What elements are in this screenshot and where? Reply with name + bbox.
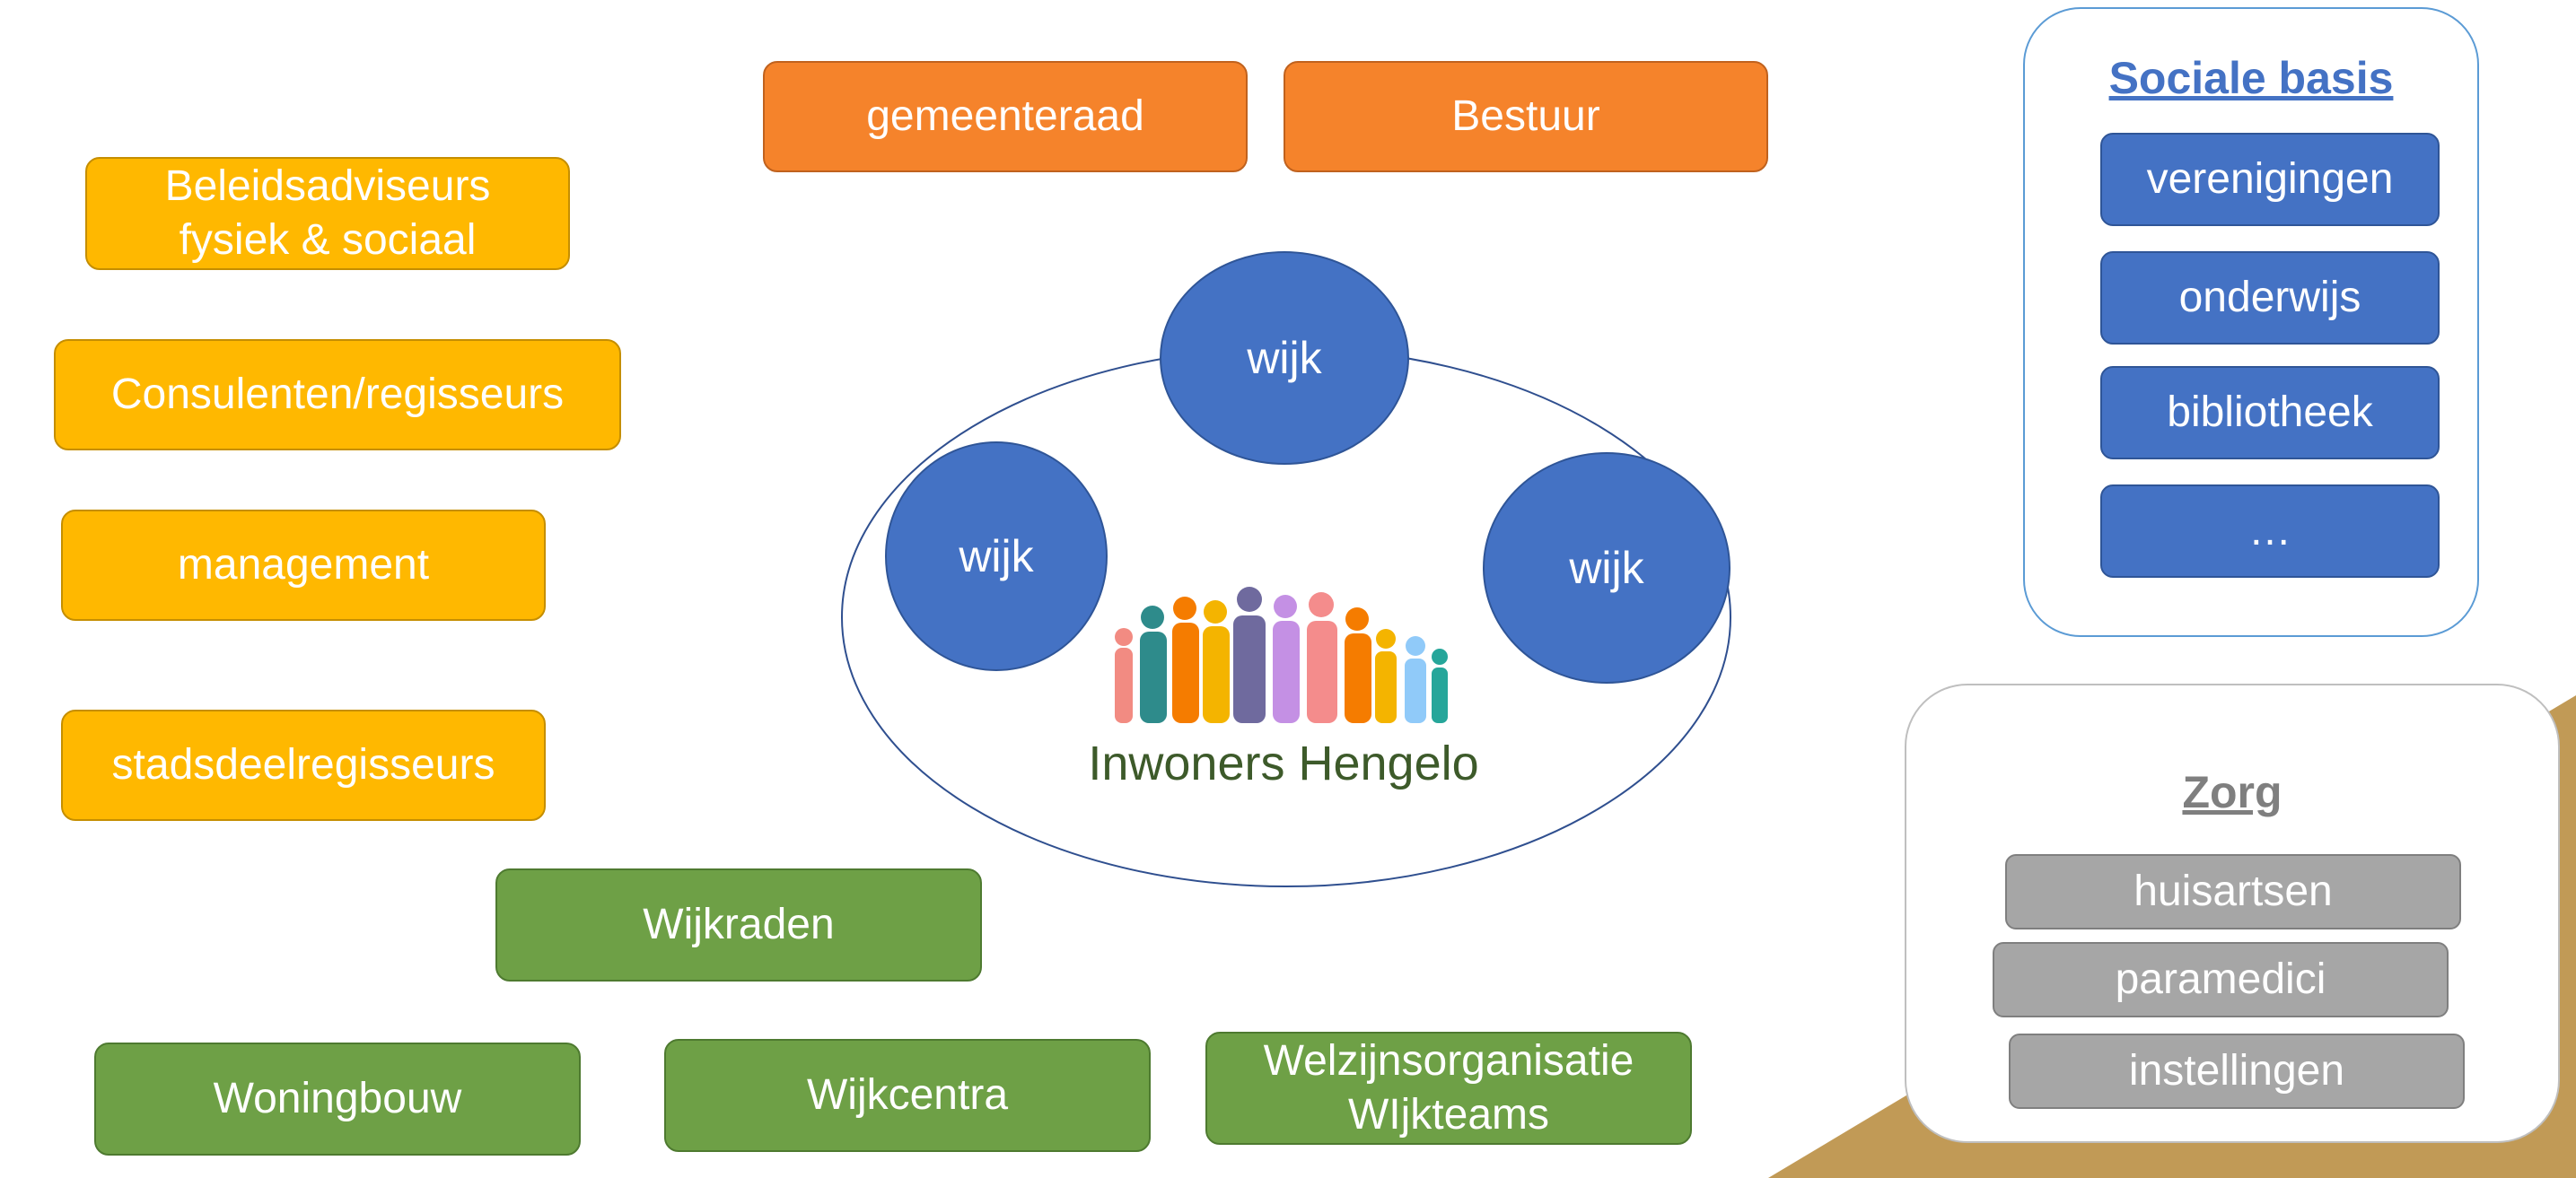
bibliotheek-item: bibliotheek [2100, 366, 2440, 459]
gemeenteraad-box: gemeenteraad [763, 61, 1248, 172]
person-11 [1432, 649, 1448, 723]
person-10 [1405, 636, 1426, 723]
welzijnsorganisatie-box: Welzijnsorganisatie WIjkteams [1205, 1032, 1692, 1145]
more-item: … [2100, 484, 2440, 578]
person-3 [1172, 597, 1199, 723]
sociale-basis-panel: Sociale basis verenigingen onderwijs bib… [2023, 7, 2479, 637]
sociale-basis-title: Sociale basis [2108, 53, 2394, 103]
verenigingen-item: verenigingen [2100, 133, 2440, 226]
consulenten-box: Consulenten/regisseurs [54, 339, 621, 450]
zorg-title: Zorg [2182, 767, 2282, 817]
inwoners-label: Inwoners Hengelo [1088, 737, 1479, 790]
person-9 [1375, 629, 1397, 723]
crowd-icon [1115, 587, 1448, 723]
person-5 [1233, 587, 1266, 723]
woningbouw-box: Woningbouw [94, 1043, 581, 1156]
person-1 [1115, 628, 1133, 723]
huisartsen-item: huisartsen [2005, 854, 2461, 929]
stadsdeelregisseurs-box: stadsdeelregisseurs [61, 710, 546, 821]
wijk-circle-left: wijk [885, 441, 1108, 671]
person-6 [1273, 595, 1300, 723]
onderwijs-item: onderwijs [2100, 251, 2440, 345]
wijkcentra-box: Wijkcentra [664, 1039, 1151, 1152]
person-2 [1140, 606, 1167, 723]
zorg-panel: Zorg huisartsen paramedici instellingen [1905, 684, 2560, 1143]
person-4 [1203, 600, 1230, 723]
person-7 [1307, 592, 1337, 723]
bestuur-box: Bestuur [1284, 61, 1768, 172]
instellingen-item: instellingen [2009, 1034, 2465, 1109]
beleidsadviseurs-box: Beleidsadviseurs fysiek & sociaal [85, 157, 570, 270]
wijkraden-box: Wijkraden [495, 868, 982, 982]
paramedici-item: paramedici [1993, 942, 2449, 1017]
person-8 [1345, 607, 1371, 723]
wijk-circle-top: wijk [1160, 251, 1409, 465]
wijk-circle-right: wijk [1483, 452, 1730, 684]
management-box: management [61, 510, 546, 621]
